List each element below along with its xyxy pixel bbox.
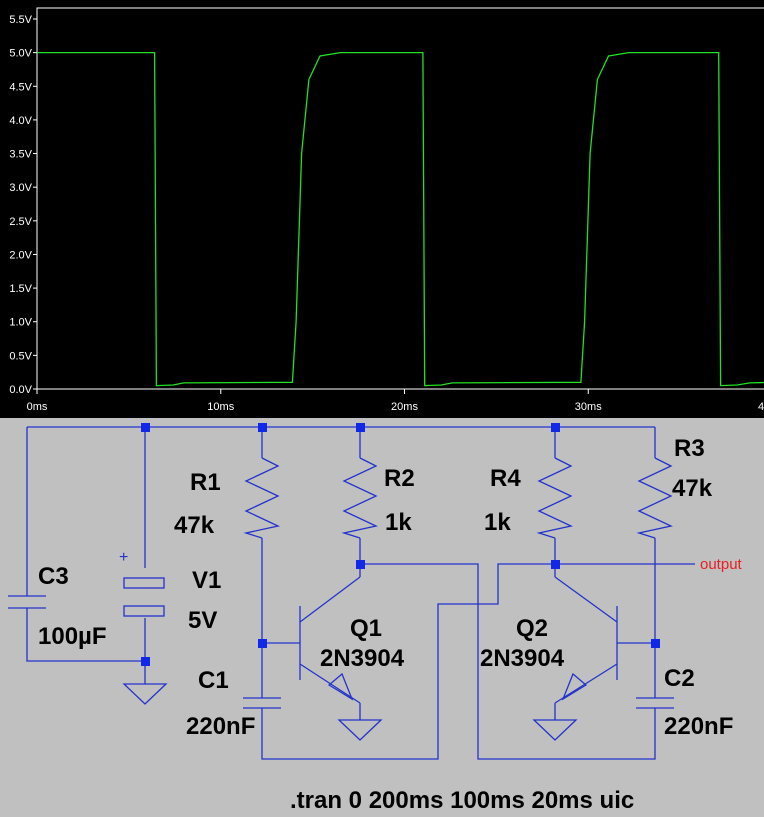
y-tick-label: 5.5V — [9, 14, 32, 26]
c1-cross-wire[interactable] — [261, 563, 555, 760]
waveform-background — [0, 0, 764, 418]
y-tick-label: 1.0V — [9, 317, 32, 329]
wires — [26, 426, 695, 760]
r1-name: R1 — [190, 469, 221, 496]
y-tick-label: 0.0V — [9, 384, 32, 396]
y-axis: 5.5V 5.0V 4.5V 4.0V 3.5V 3.0V 2.5V 2.0V 1.5V 1.0V… — [9, 14, 37, 396]
x-tick-label: 30ms — [575, 401, 602, 413]
junction-node[interactable] — [551, 560, 560, 569]
x-tick-label: 0ms — [27, 401, 48, 413]
c2-cross-wire[interactable] — [360, 563, 656, 760]
x-tick-label: 10ms — [207, 401, 234, 413]
x-tick-label: 20ms — [391, 401, 418, 413]
q1-transistor[interactable] — [299, 576, 361, 704]
y-tick-label: 2.5V — [9, 216, 32, 228]
r1-value: 47k — [174, 512, 215, 539]
junction-node[interactable] — [258, 423, 267, 432]
junction-node[interactable] — [356, 560, 365, 569]
v1-name: V1 — [192, 567, 221, 594]
c3-value: 100µF — [38, 623, 107, 650]
y-tick-label: 4.5V — [9, 81, 32, 93]
junction-node[interactable] — [651, 639, 660, 648]
r2-name: R2 — [384, 465, 415, 492]
q2-model: 2N3904 — [480, 645, 565, 672]
r1-resistor[interactable] — [243, 457, 281, 539]
c3-bottom-wire[interactable] — [26, 608, 145, 662]
waveform-viewer[interactable]: 5.5V 5.0V 4.5V 4.0V 3.5V 3.0V 2.5V 2.0V 1.5V 1.0V… — [0, 0, 764, 418]
v1-battery[interactable] — [123, 577, 165, 617]
r2-resistor[interactable] — [341, 457, 379, 539]
q1-name: Q1 — [350, 615, 382, 642]
c1-capacitor[interactable] — [243, 697, 281, 709]
output-voltage-trace[interactable] — [37, 51, 764, 387]
c3-capacitor[interactable] — [8, 595, 46, 609]
y-tick-label: 5.0V — [9, 48, 32, 60]
c3-name: C3 — [38, 563, 69, 590]
v1-polarity-plus: + — [119, 549, 128, 566]
r2-value: 1k — [385, 509, 412, 536]
y-tick-label: 3.0V — [9, 182, 32, 194]
junction-node[interactable] — [356, 423, 365, 432]
junction-node[interactable] — [258, 639, 267, 648]
v1-value: 5V — [188, 607, 217, 634]
r3-value: 47k — [672, 475, 713, 502]
q2-transistor[interactable] — [554, 576, 618, 704]
ground-icon[interactable] — [532, 719, 578, 741]
c2-capacitor[interactable] — [636, 697, 674, 709]
output-net-label[interactable]: output — [700, 556, 743, 573]
c2-value: 220nF — [664, 713, 733, 740]
r4-name: R4 — [490, 465, 521, 492]
junction-nodes — [141, 423, 660, 666]
junction-node[interactable] — [141, 657, 150, 666]
y-tick-label: 1.5V — [9, 283, 32, 295]
r4-resistor[interactable] — [536, 457, 574, 539]
y-tick-label: 0.5V — [9, 350, 32, 362]
spice-directive[interactable]: .tran 0 200ms 100ms 20ms uic — [290, 787, 634, 814]
q2-name: Q2 — [516, 615, 548, 642]
y-tick-label: 4.0V — [9, 115, 32, 127]
junction-node[interactable] — [141, 423, 150, 432]
c1-name: C1 — [198, 667, 229, 694]
q1-model: 2N3904 — [320, 645, 405, 672]
schematic-background — [0, 418, 764, 817]
x-axis: 0ms 10ms 20ms 30ms 4 — [27, 389, 764, 413]
ground-icon[interactable] — [122, 683, 168, 705]
r3-resistor[interactable] — [636, 457, 674, 539]
junction-node[interactable] — [551, 423, 560, 432]
c1-value: 220nF — [186, 713, 255, 740]
y-tick-label: 3.5V — [9, 149, 32, 161]
x-tick-label: 4 — [758, 401, 764, 413]
ground-icon[interactable] — [337, 719, 383, 741]
y-tick-label: 2.0V — [9, 249, 32, 261]
r4-value: 1k — [484, 509, 511, 536]
c2-name: C2 — [664, 665, 695, 692]
r3-name: R3 — [674, 435, 705, 462]
